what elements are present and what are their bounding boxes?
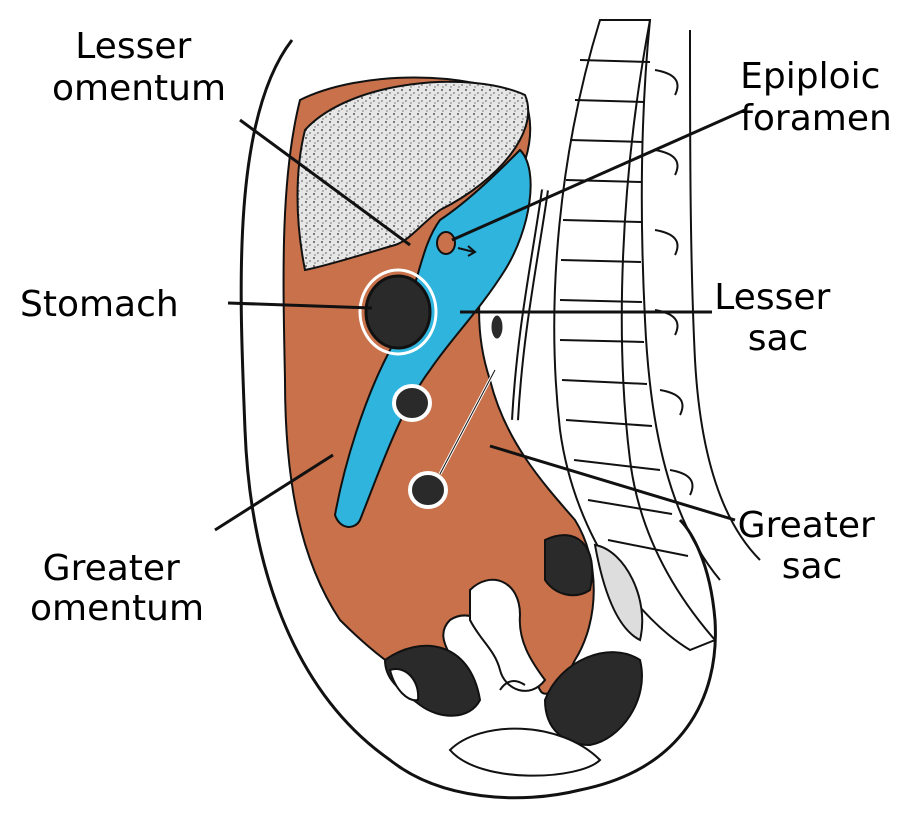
label-lesser-omentum: Lesser omentum [52, 26, 226, 109]
label-greater-sac: Greater sac [738, 505, 887, 587]
label-greater-omentum: Greater omentum [30, 548, 204, 629]
small-intestine [410, 473, 446, 507]
duodenum [490, 314, 504, 340]
label-stomach: Stomach [20, 284, 179, 325]
epiploic-foramen-opening [437, 232, 455, 254]
stomach-organ [366, 276, 430, 348]
label-lesser-sac: Lesser sac [714, 277, 842, 359]
label-epiploic-foramen: Epiploic foramen [740, 56, 892, 139]
transverse-colon [394, 386, 430, 420]
